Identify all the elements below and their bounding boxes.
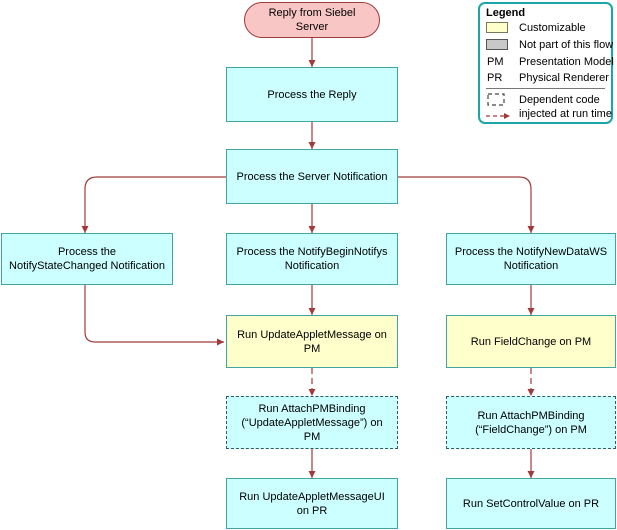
run-attach-pm-binding-field-change-box: Run AttachPMBinding (“FieldChange”) on P… <box>446 396 616 449</box>
legend-abbr: PR <box>487 72 503 84</box>
process-reply-box: Process the Reply <box>226 67 398 122</box>
legend-item-label: Physical Renderer <box>519 72 609 84</box>
process-notify-state-changed-box: Process the NotifyStateChanged Notificat… <box>1 233 173 285</box>
legend-dependent-symbols <box>486 93 510 119</box>
gray-swatch <box>486 39 508 50</box>
legend-item-label: Presentation Model <box>519 56 614 68</box>
start-node: Reply from Siebel Server <box>244 2 380 38</box>
run-set-control-value-box: Run SetControlValue on PR <box>446 478 616 529</box>
process-notify-begin-notifys-box: Process the NotifyBeginNotifys Notificat… <box>226 233 398 285</box>
arrow-server-to-state-changed <box>81 176 226 233</box>
legend-title: Legend <box>486 7 526 19</box>
dashed-arrow-head-icon <box>504 113 510 119</box>
dashed-box-icon <box>487 93 505 106</box>
run-update-applet-message-box: Run UpdateAppletMessage on PM <box>226 315 398 368</box>
process-server-notification-box: Process the Server Notification <box>226 149 398 204</box>
process-notify-new-data-ws-box: Process the NotifyNewDataWS Notification <box>446 233 616 285</box>
run-update-applet-message-ui-box: Run UpdateAppletMessageUI on PR <box>226 478 398 529</box>
legend-divider <box>486 88 605 89</box>
run-field-change-box: Run FieldChange on PM <box>446 315 616 368</box>
arrow-state-changed-to-update-applet <box>84 285 224 346</box>
legend-item-label: Not part of this flow <box>519 39 614 51</box>
run-attach-pm-binding-update-box: Run AttachPMBinding (“UpdateAppletMessag… <box>226 396 398 449</box>
legend-abbr: PM <box>487 56 504 68</box>
legend: Legend Customizable Not part of this flo… <box>478 2 614 124</box>
yellow-swatch <box>486 22 508 33</box>
legend-item-label: Customizable <box>519 22 586 34</box>
arrow-server-to-new-data-ws <box>398 176 535 233</box>
